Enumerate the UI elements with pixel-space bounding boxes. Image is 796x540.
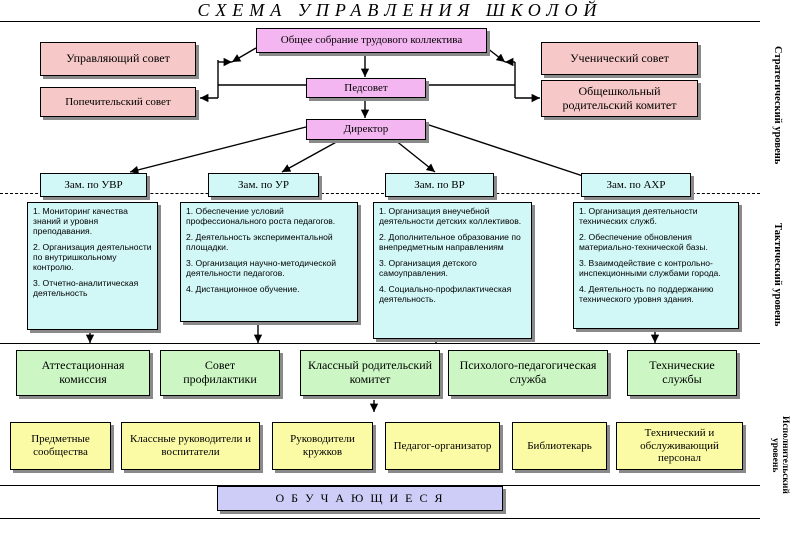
parent-committee-box: Общешкольный родительский комитет [541,80,698,117]
level-label-strategic: Стратегический уровень [772,45,783,165]
duty-item: 1. Организация внеучебной деятельности д… [379,206,522,226]
pedsovet-box: Педсовет [306,78,426,98]
level-divider-executive [0,485,760,486]
executor-subject-communities: Предметные сообщества [10,422,111,470]
executor-technical-staff: Технический и обслуживающий персонал [616,422,743,470]
deputy-vr-duties: 1. Организация внеучебной деятельности д… [373,202,532,339]
director-box: Директор [306,119,426,140]
duty-item: 2. Организация деятельности по внутришко… [33,241,152,272]
level-label-executive: Исполнительский уровень [770,416,790,494]
duty-item: 4. Деятельность по поддержанию техническ… [579,283,714,304]
deputy-ur-box: Зам. по УР [208,173,319,197]
deputy-uvr-duties: 1. Мониторинг качества знаний и уровня п… [27,202,158,330]
service-technical-services: Технические службы [627,350,737,396]
duty-item: 2. Обеспечение обновления материально-те… [579,231,708,252]
duty-item: 4. Социально-профилактическая деятельнос… [379,283,512,304]
service-prevention-council: Совет профилактики [160,350,280,396]
executor-club-leaders: Руководители кружков [272,422,373,470]
level-label-tactical: Тактический уровень [772,223,783,327]
deputy-ahr-duties: 1. Организация деятельности технических … [573,202,739,329]
service-attestation-commission: Аттестационная комиссия [16,350,150,396]
level-divider-top [0,21,760,22]
page-title: СХЕМА УПРАВЛЕНИЯ ШКОЛОЙ [197,0,603,20]
general-meeting-box: Общее собрание трудового коллектива [256,28,487,53]
deputy-vr-box: Зам. по ВР [385,173,494,197]
duty-item: 3. Организация детского самоуправления. [379,257,477,278]
duty-item: 1. Обеспечение условий профессионального… [186,206,336,226]
service-psych-ped-service: Психолого-педагогическая служба [448,350,608,396]
duty-item: 2. Дополнительное образование по внепред… [379,231,521,252]
duty-item: 3. Взаимодействие с контрольно-инспекцио… [579,257,721,278]
deputy-ahr-box: Зам. по АХР [581,173,691,197]
student-council-box: Ученический совет [541,42,698,75]
executor-class-teachers: Классные руководители и воспитатели [121,422,260,470]
executor-teacher-organizer: Педагог-организатор [385,422,500,470]
managing-council-box: Управляющий совет [40,42,196,76]
students-box: О Б У Ч А Ю Щ И Е С Я [217,486,503,511]
duty-item: 3. Организация научно-методической деяте… [186,257,336,278]
duty-item: 1. Организация деятельности технических … [579,206,698,226]
duty-item: 3. Отчетно-аналитическая деятельность [33,277,139,298]
duty-item: 4. Дистанционное обучение. [186,283,300,294]
duty-item: 2. Деятельность экспериментальной площад… [186,231,333,252]
deputy-uvr-box: Зам. по УВР [40,173,147,197]
trustee-council-box: Попечительский совет [40,87,196,117]
deputy-ur-duties: 1. Обеспечение условий профессионального… [180,202,358,322]
level-divider-bottom [0,518,760,519]
duty-item: 1. Мониторинг качества знаний и уровня п… [33,206,128,236]
service-class-parent-committee: Классный родительский комитет [300,350,440,396]
executor-librarian: Библиотекарь [512,422,607,470]
level-divider-strategic-tactical [0,193,760,194]
level-divider-tactical-executive [0,343,760,344]
